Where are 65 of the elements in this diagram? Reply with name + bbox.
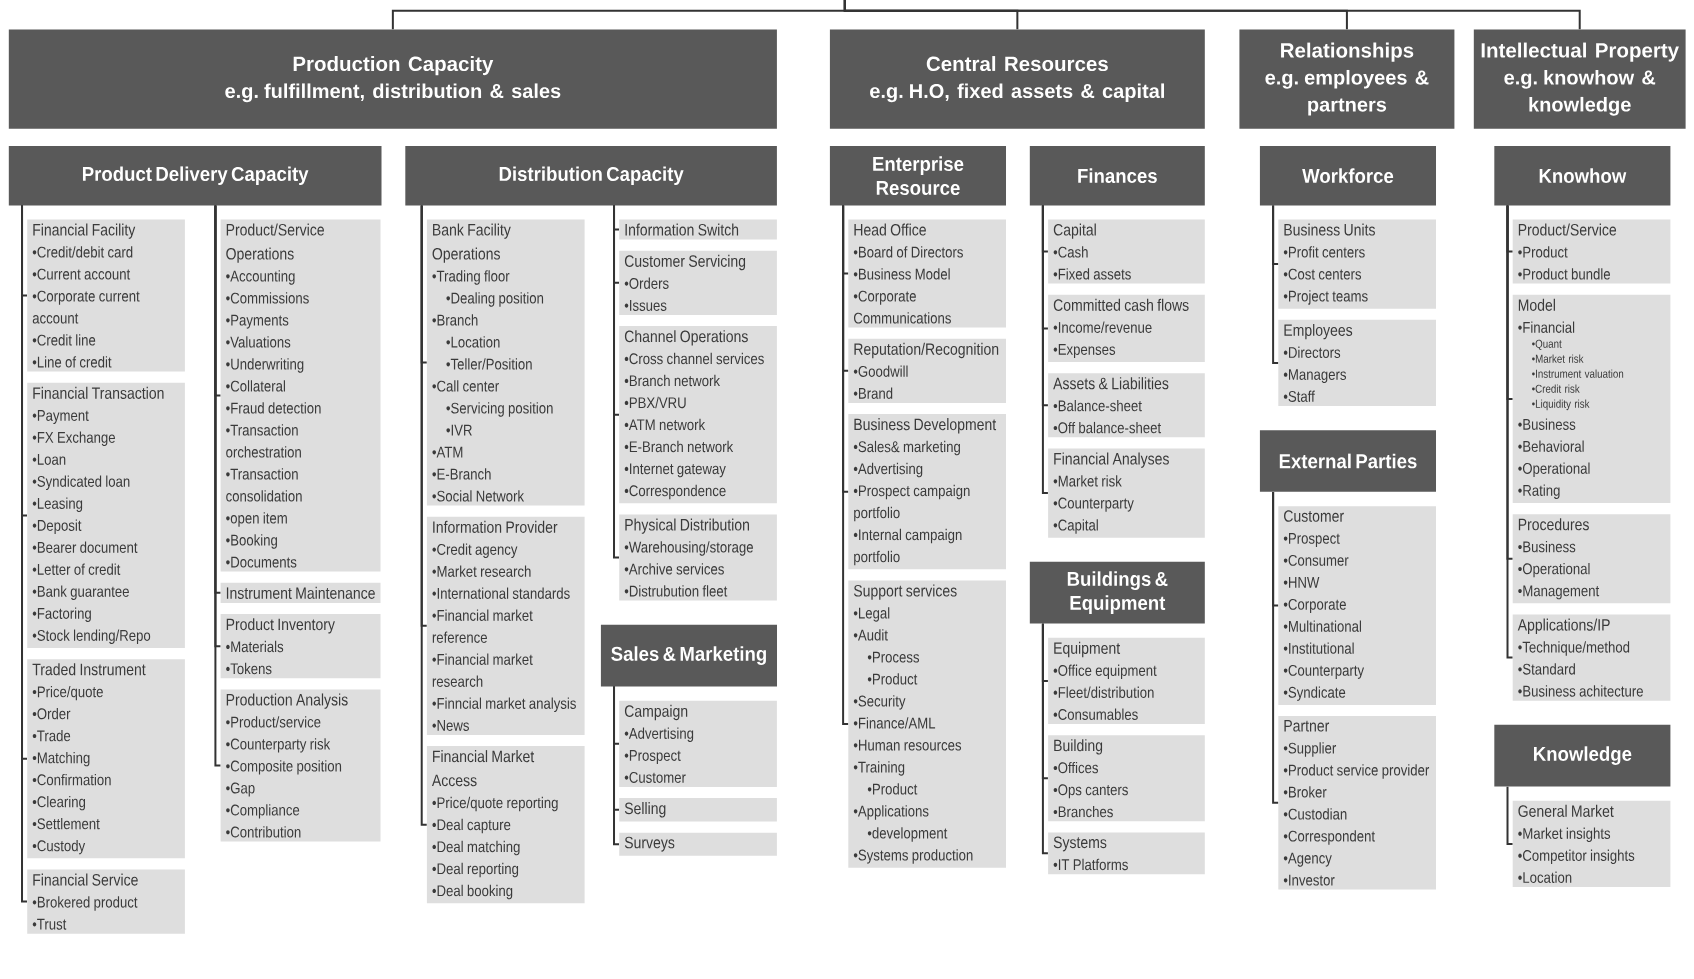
category-header: Intellectual Property e.g. knowhow & knowledge [1473, 29, 1686, 129]
section-header: Finances [1029, 146, 1205, 206]
item-box: Product/Service Operations •Accounting •Commissions •Payments •Valuations •Underwriting •Collateral •Fraud detection •Transaction orchestration •Transaction consolidation •open item •Booking •Documents [220, 219, 381, 572]
section-header: Sales & Marketing [600, 624, 777, 687]
item-box: Traded Instrument •Price/quote •Order •Trade •Matching •Confirmation •Clearing •Settlement •Custody [27, 659, 185, 859]
connector-line [420, 204, 428, 826]
item-box: Building •Offices •Ops canters •Branches [1048, 735, 1205, 822]
item-box: Product Inventory •Materials •Tokens [220, 614, 381, 679]
item-box: Applications/IP •Technique/method •Standard •Business achitecture [1512, 614, 1671, 701]
item-box: Financial Service •Brokered product •Trust [27, 869, 185, 934]
item-box: Financial Market Access •Price/quote reporting •Deal capture •Deal matching •Deal reporting •Deal booking [426, 746, 585, 904]
item-box: Assets & Liabilities •Balance-sheet •Off balance-sheet [1048, 373, 1205, 438]
item-box: Support services •Legal •Audit •Process •Product •Security •Finance/AML •Human resources •Training •Product •Applications •development •Systems production [848, 580, 1006, 868]
connector-line [842, 204, 850, 726]
section-header: Enterprise Resource [829, 146, 1006, 206]
item-box: Bank Facility Operations •Trading floor •Dealing position •Branch •Location •Teller/Position •Call center •Servicing position •IVR •ATM •E-Branch •Social Network [426, 219, 585, 506]
item-box: Systems •IT Platforms [1048, 832, 1205, 875]
connector-line [1041, 204, 1049, 495]
item-box: Equipment •Office equipment •Fleet/distribution •Consumables [1048, 637, 1205, 724]
item-box: Physical Distribution •Warehousing/storage •Archive services •Distrubution fleet [619, 514, 777, 601]
connector-line [1272, 204, 1280, 364]
item-box: Customer Servicing •Orders •Issues [619, 250, 777, 315]
item-box: Business Units •Profit centers •Cost centers •Project teams [1278, 219, 1436, 309]
section-header: Distribution Capacity [405, 146, 777, 206]
item-box: Partner •Supplier •Product service provider •Broker •Custodian •Correspondent •Agency •Investor [1278, 716, 1436, 890]
item-box: Instrument Maintenance [220, 582, 381, 603]
section-header: Knowhow [1494, 146, 1671, 206]
section-header: External Parties [1259, 430, 1436, 492]
connector-line [1506, 204, 1514, 659]
item-box: Production Analysis •Product/service •Counterparty risk •Composite position •Gap •Compliance •Contribution [220, 689, 381, 842]
item-box: Selling [619, 798, 777, 822]
item-box: Business Development •Sales& marketing •Advertising •Prospect campaign portfolio •Internal campaign portfolio [848, 414, 1006, 570]
item-box: Information Provider •Credit agency •Market research •International standards •Financial market reference •Financial market research •Finncial market analysis •News [426, 516, 585, 735]
item-box: Product/Service •Product •Product bundle [1512, 219, 1671, 284]
section-header: Product Delivery Capacity [8, 146, 382, 206]
item-box: Customer •Prospect •Consumer •HNW •Corporate •Multinational •Institutional •Counterparty •Syndicate [1278, 506, 1436, 705]
section-header: Workforce [1259, 146, 1436, 206]
item-box: Employees •Directors •Managers •Staff [1278, 319, 1436, 406]
connector-line [21, 204, 28, 903]
category-header: Production Capacity e.g. fulfillment, distribution & sales [8, 29, 777, 129]
item-box: Model •Financial •Quant •Market risk •Instrument valuation •Credit risk •Liquidity risk •Business •Behavioral •Operational •Rating [1512, 294, 1671, 503]
connector-line [613, 204, 620, 559]
item-box: Information Switch [619, 219, 777, 240]
category-header: Central Resources e.g. H.O, fixed assets & capital [829, 29, 1205, 129]
item-box: Channel Operations •Cross channel services •Branch network •PBX/VRU •ATM network •E-Branch network •Internet gateway •Correspondence [619, 326, 777, 504]
connector-line [1041, 622, 1049, 855]
section-header: Buildings & Equipment [1029, 561, 1205, 624]
item-box: Committed cash flows •Income/revenue •Expenses [1048, 294, 1205, 362]
item-box: Head Office •Board of Directors •Business Model •Corporate Communications [848, 219, 1006, 328]
item-box: Capital •Cash •Fixed assets [1048, 219, 1205, 284]
connector-line [1506, 785, 1514, 845]
category-header: Relationships e.g. employees & partners [1239, 29, 1455, 129]
item-box: Procedures •Business •Operational •Management [1512, 514, 1671, 604]
section-header: Knowledge [1494, 724, 1671, 787]
item-box: General Market •Market insights •Competitor insights •Location [1512, 800, 1671, 887]
item-box: Campaign •Advertising •Prospect •Customer [619, 700, 777, 787]
connector-line [1272, 491, 1280, 804]
connector-line [613, 685, 620, 846]
item-box: Financial Analyses •Market risk •Counterparty •Capital [1048, 448, 1205, 538]
item-box: Financial Transaction •Payment •FX Exchange •Loan •Syndicated loan •Leasing •Deposit •Bearer document •Letter of credit •Bank guarantee •Factoring •Stock lending/Repo [27, 382, 185, 648]
connector-line [843, 0, 1581, 31]
item-box: Financial Facility •Credit/debit card •Current account •Corporate current account •Credit line •Line of credit [27, 219, 185, 372]
connector-line [214, 204, 222, 767]
item-box: Surveys [619, 832, 777, 856]
item-box: Reputation/Recognition •Goodwill •Brand [848, 338, 1006, 403]
